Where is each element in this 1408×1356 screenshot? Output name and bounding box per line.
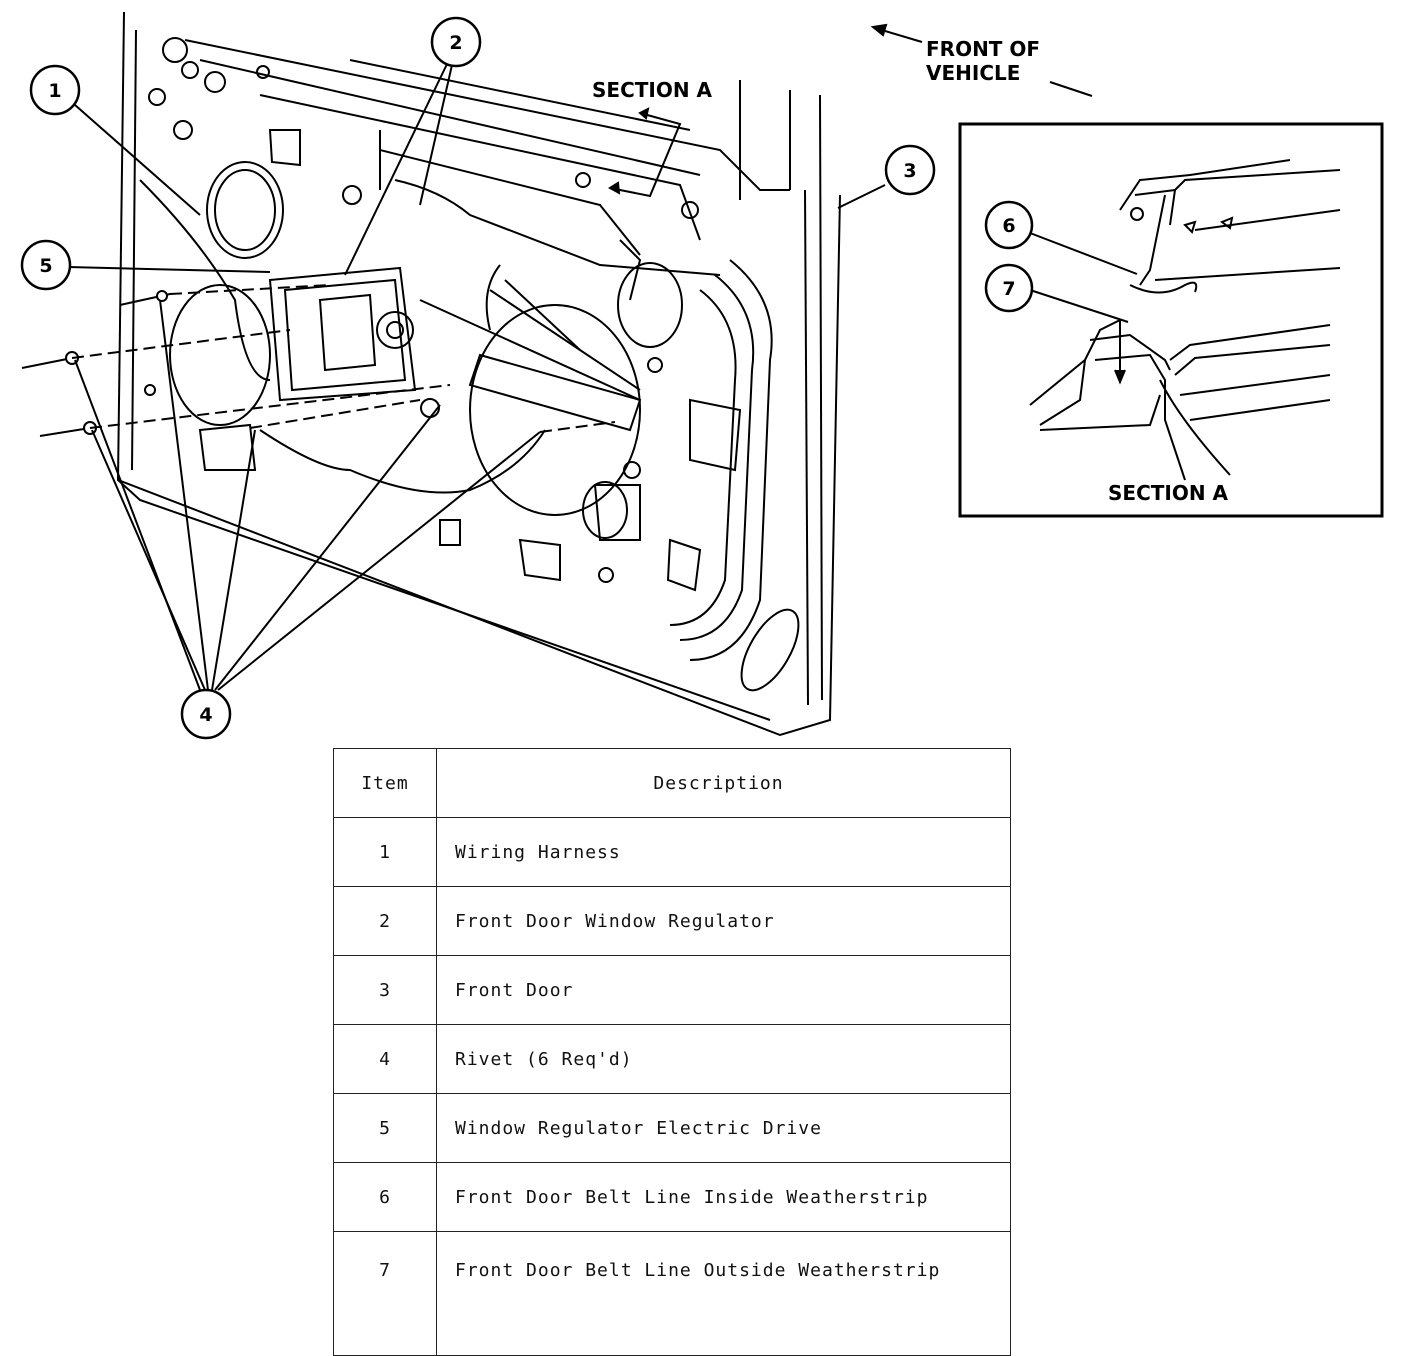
callout-4: 4 xyxy=(180,688,232,740)
callout-3: 3 xyxy=(884,144,936,196)
table-row: 3 Front Door xyxy=(333,955,1011,1025)
callout-2: 2 xyxy=(430,16,482,68)
item-description: Front Door Window Regulator xyxy=(436,886,1011,956)
item-number: 4 xyxy=(333,1024,437,1094)
item-number: 1 xyxy=(333,817,437,887)
table-row: 2 Front Door Window Regulator xyxy=(333,886,1011,956)
table-row: 4 Rivet (6 Req'd) xyxy=(333,1024,1011,1094)
item-description: Front Door Belt Line Outside Weatherstri… xyxy=(436,1231,1011,1356)
callout-7: 7 xyxy=(984,263,1034,313)
header-item: Item xyxy=(333,748,437,818)
svg-text:4: 4 xyxy=(199,704,212,726)
front-of-vehicle-label-line2: VEHICLE xyxy=(926,61,1020,85)
item-description: Wiring Harness xyxy=(436,817,1011,887)
item-description: Front Door Belt Line Inside Weatherstrip xyxy=(436,1162,1011,1232)
table-row: 1 Wiring Harness xyxy=(333,817,1011,887)
front-arrow xyxy=(870,23,1093,97)
svg-text:3: 3 xyxy=(903,160,916,182)
item-number: 3 xyxy=(333,955,437,1025)
section-a-label: SECTION A xyxy=(592,78,713,102)
item-number: 6 xyxy=(333,1162,437,1232)
callout-5: 5 xyxy=(20,239,72,291)
item-number: 5 xyxy=(333,1093,437,1163)
table-row: 5 Window Regulator Electric Drive xyxy=(333,1093,1011,1163)
front-of-vehicle-label-line1: FRONT OF xyxy=(926,37,1040,61)
svg-text:1: 1 xyxy=(48,80,61,102)
table-row: 6 Front Door Belt Line Inside Weatherstr… xyxy=(333,1162,1011,1232)
door-panel-drawing xyxy=(116,11,841,737)
section-a-inset: 6 7 SECTION A xyxy=(958,122,1384,518)
svg-text:5: 5 xyxy=(39,255,52,277)
callout-6: 6 xyxy=(984,200,1034,250)
inset-section-a-label: SECTION A xyxy=(1108,481,1229,505)
section-a-indicator xyxy=(608,107,682,198)
svg-text:6: 6 xyxy=(1002,215,1015,237)
item-description: Window Regulator Electric Drive xyxy=(436,1093,1011,1163)
item-description: Rivet (6 Req'd) xyxy=(436,1024,1011,1094)
item-number: 2 xyxy=(333,886,437,956)
item-number: 7 xyxy=(333,1231,437,1356)
rivets xyxy=(21,284,616,437)
svg-text:2: 2 xyxy=(449,32,462,54)
callout-1: 1 xyxy=(29,64,81,116)
callout-leaders xyxy=(67,61,886,691)
header-description: Description xyxy=(436,748,1011,818)
legend-header-row: Item Description xyxy=(333,748,1011,818)
svg-text:7: 7 xyxy=(1002,278,1015,300)
item-description: Front Door xyxy=(436,955,1011,1025)
door-exploded-diagram: 1 2 3 4 5 SECTION A FRONT OF VEHICLE xyxy=(20,11,1384,740)
legend-table: Item Description 1 Wiring Harness 2 Fron… xyxy=(333,748,1011,1356)
table-row: 7 Front Door Belt Line Outside Weatherst… xyxy=(333,1231,1011,1356)
